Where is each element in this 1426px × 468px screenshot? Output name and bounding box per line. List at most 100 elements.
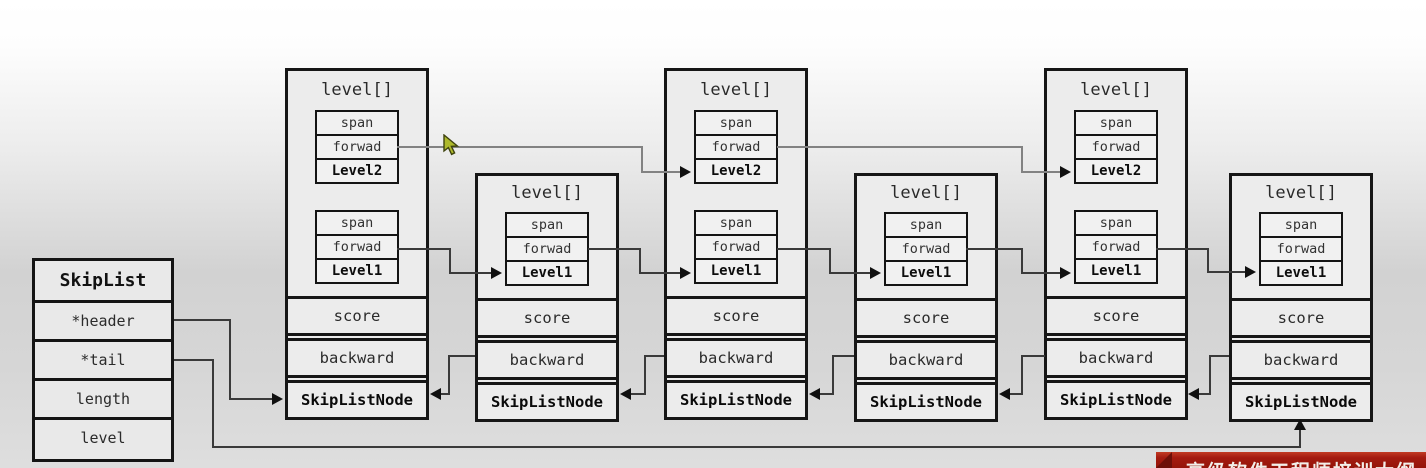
level1-label: Level1: [315, 258, 399, 284]
skiplist-node-3: level[] span forwad Level2 span forwad L…: [664, 68, 808, 420]
forward-field: forwad: [1074, 134, 1158, 160]
struct-field-level: level: [35, 417, 171, 456]
span-field: span: [505, 212, 589, 238]
backward-line: [644, 355, 664, 357]
struct-field-length: length: [35, 378, 171, 417]
backward-field: backward: [475, 340, 619, 380]
level1-label: Level1: [1074, 258, 1158, 284]
backward-line: [1209, 355, 1229, 357]
backward-line: [1209, 355, 1211, 395]
arrowhead: [1245, 266, 1256, 278]
span-field: span: [694, 210, 778, 236]
span-field: span: [1074, 210, 1158, 236]
level1-forward-line: [1021, 272, 1061, 274]
level1-entry: span forwad Level1: [315, 210, 399, 284]
arrowhead: [870, 267, 881, 279]
level1-forward-line: [449, 272, 493, 274]
backward-line: [1010, 393, 1023, 395]
mouse-cursor-icon: [442, 133, 462, 160]
backward-field: backward: [664, 338, 808, 378]
backward-field: backward: [1044, 338, 1188, 378]
tail-pointer-line: [1299, 428, 1301, 446]
header-pointer-line: [174, 319, 231, 321]
level1-forward-line: [639, 248, 641, 274]
backward-field: backward: [1229, 340, 1373, 380]
level2-label: Level2: [1074, 158, 1158, 184]
score-field: score: [1044, 296, 1188, 336]
skiplist-node-4: level[] span forwad Level1 score backwar…: [854, 173, 998, 422]
level2-entry: span forwad Level2: [315, 110, 399, 184]
level2-forward-line: [777, 146, 1023, 148]
backward-field: backward: [285, 338, 429, 378]
arrowhead: [620, 388, 631, 400]
level-array-title: level[]: [890, 183, 962, 203]
level1-forward-line: [777, 248, 831, 250]
level1-forward-line: [829, 272, 871, 274]
backward-line: [441, 393, 450, 395]
level1-forward-line: [1021, 248, 1023, 274]
forward-field: forwad: [315, 234, 399, 260]
skiplist-node-6: level[] span forwad Level1 score backwar…: [1229, 173, 1373, 422]
score-field: score: [475, 298, 619, 338]
node-type-label: SkipListNode: [854, 382, 998, 422]
level2-forward-line: [397, 146, 643, 148]
level2-entry: span forwad Level2: [694, 110, 778, 184]
span-field: span: [1259, 212, 1343, 238]
backward-line: [1199, 393, 1211, 395]
span-field: span: [1074, 110, 1158, 136]
arrowhead: [1188, 388, 1199, 400]
forward-field: forwad: [694, 134, 778, 160]
skiplist-node-2: level[] span forwad Level1 score backwar…: [475, 173, 619, 422]
arrowhead: [1060, 267, 1071, 279]
score-field: score: [664, 296, 808, 336]
backward-line: [448, 355, 475, 357]
level1-forward-line: [1207, 248, 1209, 273]
span-field: span: [884, 212, 968, 238]
span-field: span: [694, 110, 778, 136]
backward-line: [832, 355, 834, 395]
level-array-title: level[]: [700, 80, 772, 100]
skiplist-struct-box: SkipList *header *tail length level: [32, 258, 174, 462]
forward-field: forwad: [1259, 236, 1343, 262]
forward-field: forwad: [884, 236, 968, 262]
level-array-title: level[]: [511, 183, 583, 203]
struct-field-tail: *tail: [35, 339, 171, 378]
arrowhead: [999, 388, 1010, 400]
level1-entry: span forwad Level1: [694, 210, 778, 284]
backward-line: [1021, 355, 1045, 357]
level1-entry: span forwad Level1: [884, 212, 968, 286]
arrowhead: [430, 388, 441, 400]
level-array-title: level[]: [321, 80, 393, 100]
backward-line: [448, 355, 450, 395]
skiplist-node-5: level[] span forwad Level2 span forwad L…: [1044, 68, 1188, 420]
level-array-title: level[]: [1265, 183, 1337, 203]
node-type-label: SkipListNode: [664, 380, 808, 420]
level1-forward-line: [1156, 248, 1209, 250]
level1-forward-line: [1207, 271, 1247, 273]
node-type-label: SkipListNode: [285, 380, 429, 420]
arrowhead: [809, 388, 820, 400]
span-field: span: [315, 110, 399, 136]
level1-forward-line: [449, 248, 451, 274]
backward-line: [820, 393, 834, 395]
level2-entry: span forwad Level2: [1074, 110, 1158, 184]
level1-forward-line: [397, 248, 451, 250]
arrowhead: [491, 267, 502, 279]
forward-field: forwad: [1074, 234, 1158, 260]
level1-entry: span forwad Level1: [1074, 210, 1158, 284]
forward-field: forwad: [505, 236, 589, 262]
level2-forward-line: [641, 171, 681, 173]
level1-entry: span forwad Level1: [505, 212, 589, 286]
arrowhead: [272, 393, 283, 405]
score-field: score: [854, 298, 998, 338]
video-watermark-banner: 高级软件工程师培训大纲: [1156, 452, 1426, 468]
skiplist-node-1: level[] span forwad Level2 span forwad L…: [285, 68, 429, 420]
score-field: score: [285, 296, 429, 336]
struct-title: SkipList: [59, 270, 147, 291]
level1-forward-line: [639, 272, 681, 274]
tail-pointer-line: [212, 446, 1301, 448]
level1-forward-line: [588, 248, 641, 250]
arrowhead: [1060, 166, 1071, 178]
struct-field-header: *header: [35, 300, 171, 339]
level1-label: Level1: [694, 258, 778, 284]
